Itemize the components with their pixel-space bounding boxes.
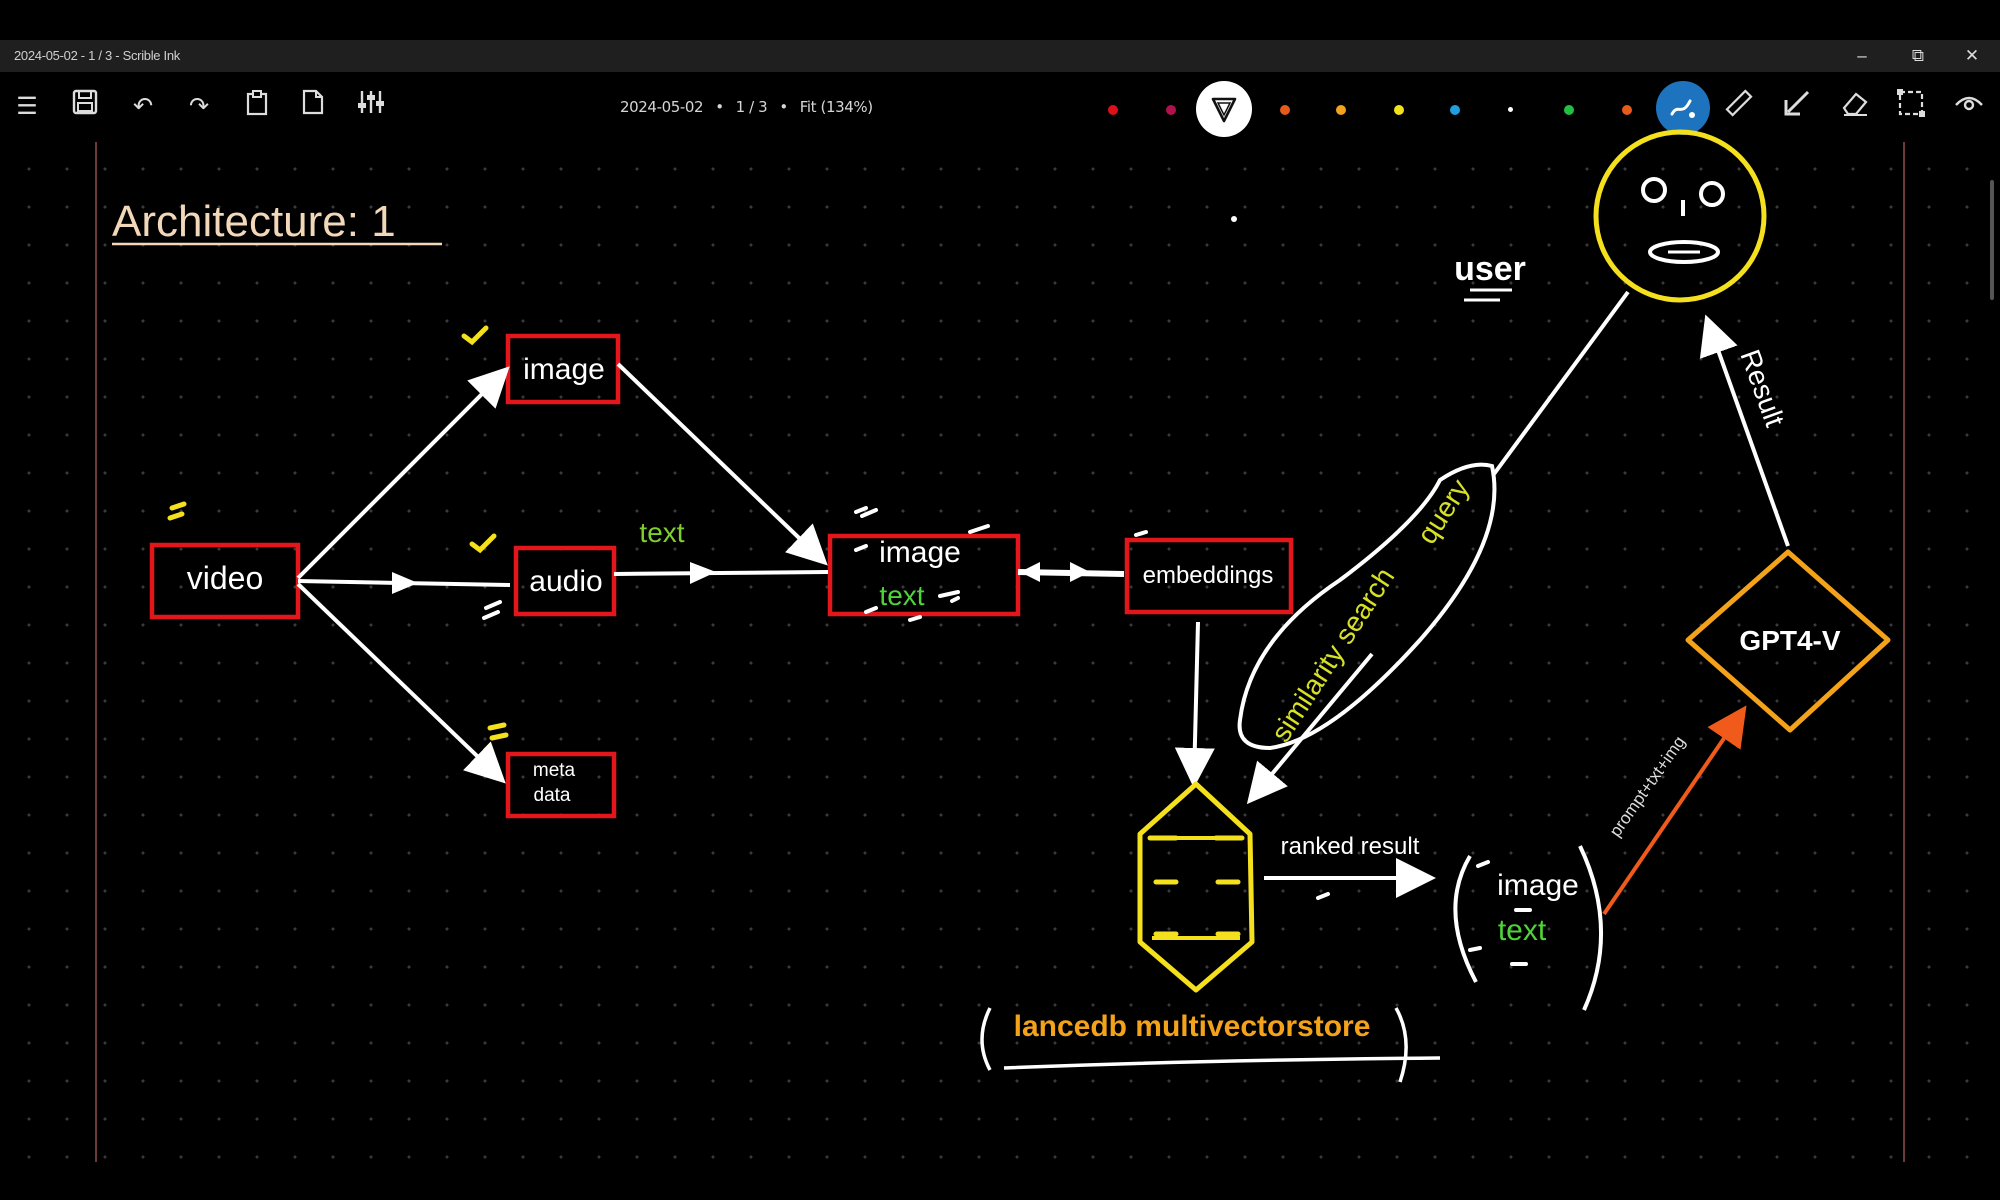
active-pen-icon[interactable] xyxy=(1656,81,1710,135)
arrow-image-to-combined xyxy=(616,362,828,566)
audio-label: audio xyxy=(529,565,602,598)
result-image-label: image xyxy=(1497,869,1579,902)
drawing-canvas[interactable] xyxy=(0,142,2000,1162)
check-marks xyxy=(167,325,509,741)
view-icon[interactable] xyxy=(1950,88,1988,126)
pen-color-swatch[interactable] xyxy=(1564,105,1574,115)
pen-color-swatch[interactable] xyxy=(1622,105,1632,115)
metadata-label-line1: meta xyxy=(533,760,576,781)
left-margin-line xyxy=(95,142,97,1162)
zoom-level[interactable]: Fit (134%) xyxy=(799,98,873,116)
arrow-video-to-image xyxy=(296,366,510,580)
gpt4v-label: GPT4-V xyxy=(1739,625,1840,656)
restore-icon[interactable]: ⧉ xyxy=(1911,46,1925,65)
pen-color-swatch[interactable] xyxy=(1394,105,1404,115)
page-date: 2024-05-02 xyxy=(620,98,704,116)
minimize-icon[interactable]: – xyxy=(1857,46,1867,65)
image-node: image xyxy=(505,333,621,405)
combined-image-label: image xyxy=(879,536,961,569)
embeddings-node: embeddings xyxy=(1124,530,1294,615)
menu-icon[interactable]: ☰ xyxy=(16,93,38,120)
window-title: 2024-05-02 - 1 / 3 - Scrible Ink xyxy=(14,48,180,63)
close-icon[interactable]: ✕ xyxy=(1964,46,1980,65)
pen-color-swatch[interactable] xyxy=(1280,105,1290,115)
pen-color-swatch[interactable] xyxy=(1450,105,1460,115)
prompt-label: prompt+txt+img xyxy=(1606,733,1689,841)
ranked-result-node: image text xyxy=(1453,845,1603,1011)
combined-node: image text xyxy=(827,506,1021,622)
user-face-icon xyxy=(1593,129,1767,303)
arrow-audio-to-combined xyxy=(613,570,829,576)
arrow-gpt-to-user xyxy=(1699,314,1790,547)
arrow-embeddings-to-store xyxy=(1174,621,1215,788)
query-line xyxy=(1492,290,1630,476)
result-text-label: text xyxy=(1498,914,1547,947)
query-label: query xyxy=(1411,474,1475,550)
text-edge-label: text xyxy=(639,517,684,548)
clipboard-icon[interactable] xyxy=(238,88,276,126)
pen-color-swatch[interactable] xyxy=(1108,105,1118,115)
save-icon[interactable] xyxy=(66,88,104,126)
ruler-icon[interactable] xyxy=(1720,88,1758,126)
pen-color-swatch[interactable] xyxy=(1508,107,1513,112)
separator: • xyxy=(715,98,724,116)
user-label: user xyxy=(1454,250,1526,288)
page-number[interactable]: 1 / 3 xyxy=(735,98,768,116)
gpt4v-node: GPT4-V xyxy=(1685,549,1891,733)
metadata-label-line2: data xyxy=(534,785,571,806)
arrow-query-to-store xyxy=(1246,652,1374,805)
select-rect-icon[interactable] xyxy=(1892,88,1930,126)
combined-text-label: text xyxy=(879,580,924,611)
redo-icon[interactable]: ↷ xyxy=(188,93,210,120)
toolbar: ☰ ↶ ↷ 2024-05-02 • 1 / 3 • Fit (134%) xyxy=(0,72,2000,142)
arrow-pen-icon[interactable] xyxy=(1778,88,1816,126)
lasso-tool-icon[interactable] xyxy=(1196,81,1252,137)
settings-sliders-icon[interactable] xyxy=(352,88,390,126)
eraser-icon[interactable] xyxy=(1836,88,1874,126)
lancedb-store-icon xyxy=(1137,781,1255,993)
image-label: image xyxy=(523,353,605,386)
metadata-node: meta data xyxy=(505,751,617,819)
right-margin-line xyxy=(1903,142,1905,1162)
pen-color-swatch[interactable] xyxy=(1336,105,1346,115)
arrow-result-to-gpt xyxy=(1602,705,1747,916)
diagram-heading: Architecture: 1 xyxy=(112,197,396,246)
store-label: lancedb multivectorstore xyxy=(1014,1010,1371,1043)
undo-icon[interactable]: ↶ xyxy=(132,93,154,120)
page-info: 2024-05-02 • 1 / 3 • Fit (134%) xyxy=(614,98,879,116)
separator: • xyxy=(779,98,788,116)
pen-color-swatch[interactable] xyxy=(1166,105,1176,115)
similarity-search-loop xyxy=(1237,462,1497,751)
arrow-video-to-metadata xyxy=(296,582,506,784)
embeddings-label: embeddings xyxy=(1143,562,1274,589)
video-node: video xyxy=(149,542,301,620)
title-bar: 2024-05-02 - 1 / 3 - Scrible Ink – ⧉ ✕ xyxy=(0,40,2000,72)
video-label: video xyxy=(187,560,264,596)
vertical-scrollbar[interactable] xyxy=(1990,180,1994,300)
ranked-result-label: ranked result xyxy=(1281,833,1420,860)
audio-node: audio xyxy=(513,545,617,617)
store-bracket xyxy=(980,1007,1441,1083)
page-icon[interactable] xyxy=(294,88,332,126)
